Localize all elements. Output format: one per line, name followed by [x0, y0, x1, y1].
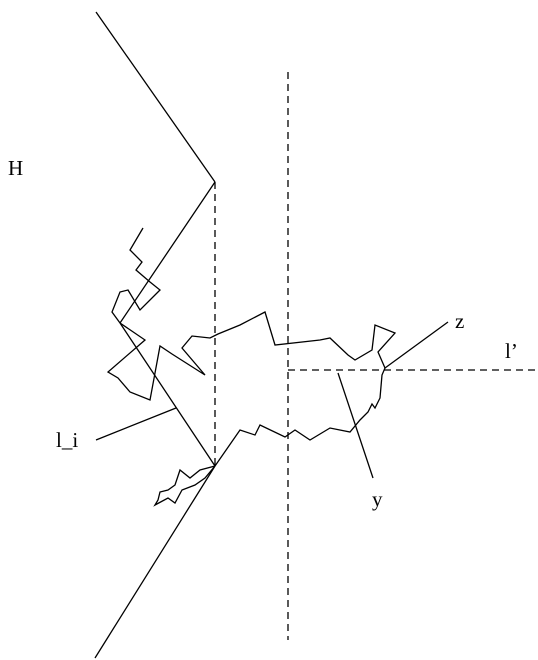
random-walk-upper-left	[111, 227, 161, 324]
boundary-upper-diagonal	[119, 181, 216, 324]
l-i-pointer-line	[95, 407, 177, 441]
lower-boundary-line	[94, 465, 216, 659]
boundary-middle-diagonal	[119, 322, 216, 467]
random-walk-lower-left	[153, 465, 216, 507]
upper-boundary-line	[95, 11, 216, 183]
z-pointer-line	[384, 321, 449, 369]
label-H: H	[8, 156, 23, 180]
label-l-prime: l’	[505, 339, 518, 363]
label-l-i: l_i	[56, 428, 78, 452]
random-walk-main	[106, 311, 397, 467]
y-pointer-line	[337, 372, 374, 479]
label-y: y	[372, 487, 383, 511]
label-z: z	[455, 309, 464, 333]
